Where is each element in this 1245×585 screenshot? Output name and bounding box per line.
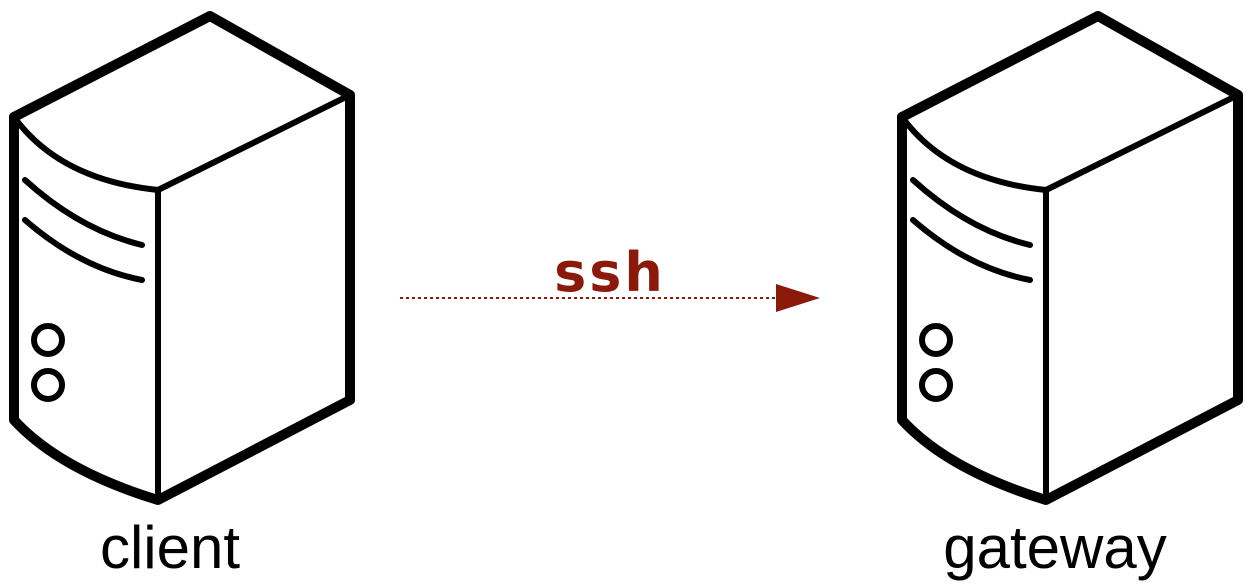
gateway-label: gateway bbox=[943, 514, 1167, 581]
client-label: client bbox=[99, 514, 241, 581]
connection-label: ssh bbox=[554, 241, 666, 304]
ssh-connection-arrow bbox=[400, 284, 820, 312]
arrowhead-icon bbox=[776, 284, 820, 312]
client-server-icon bbox=[14, 16, 350, 500]
gateway-server-icon bbox=[902, 16, 1238, 500]
